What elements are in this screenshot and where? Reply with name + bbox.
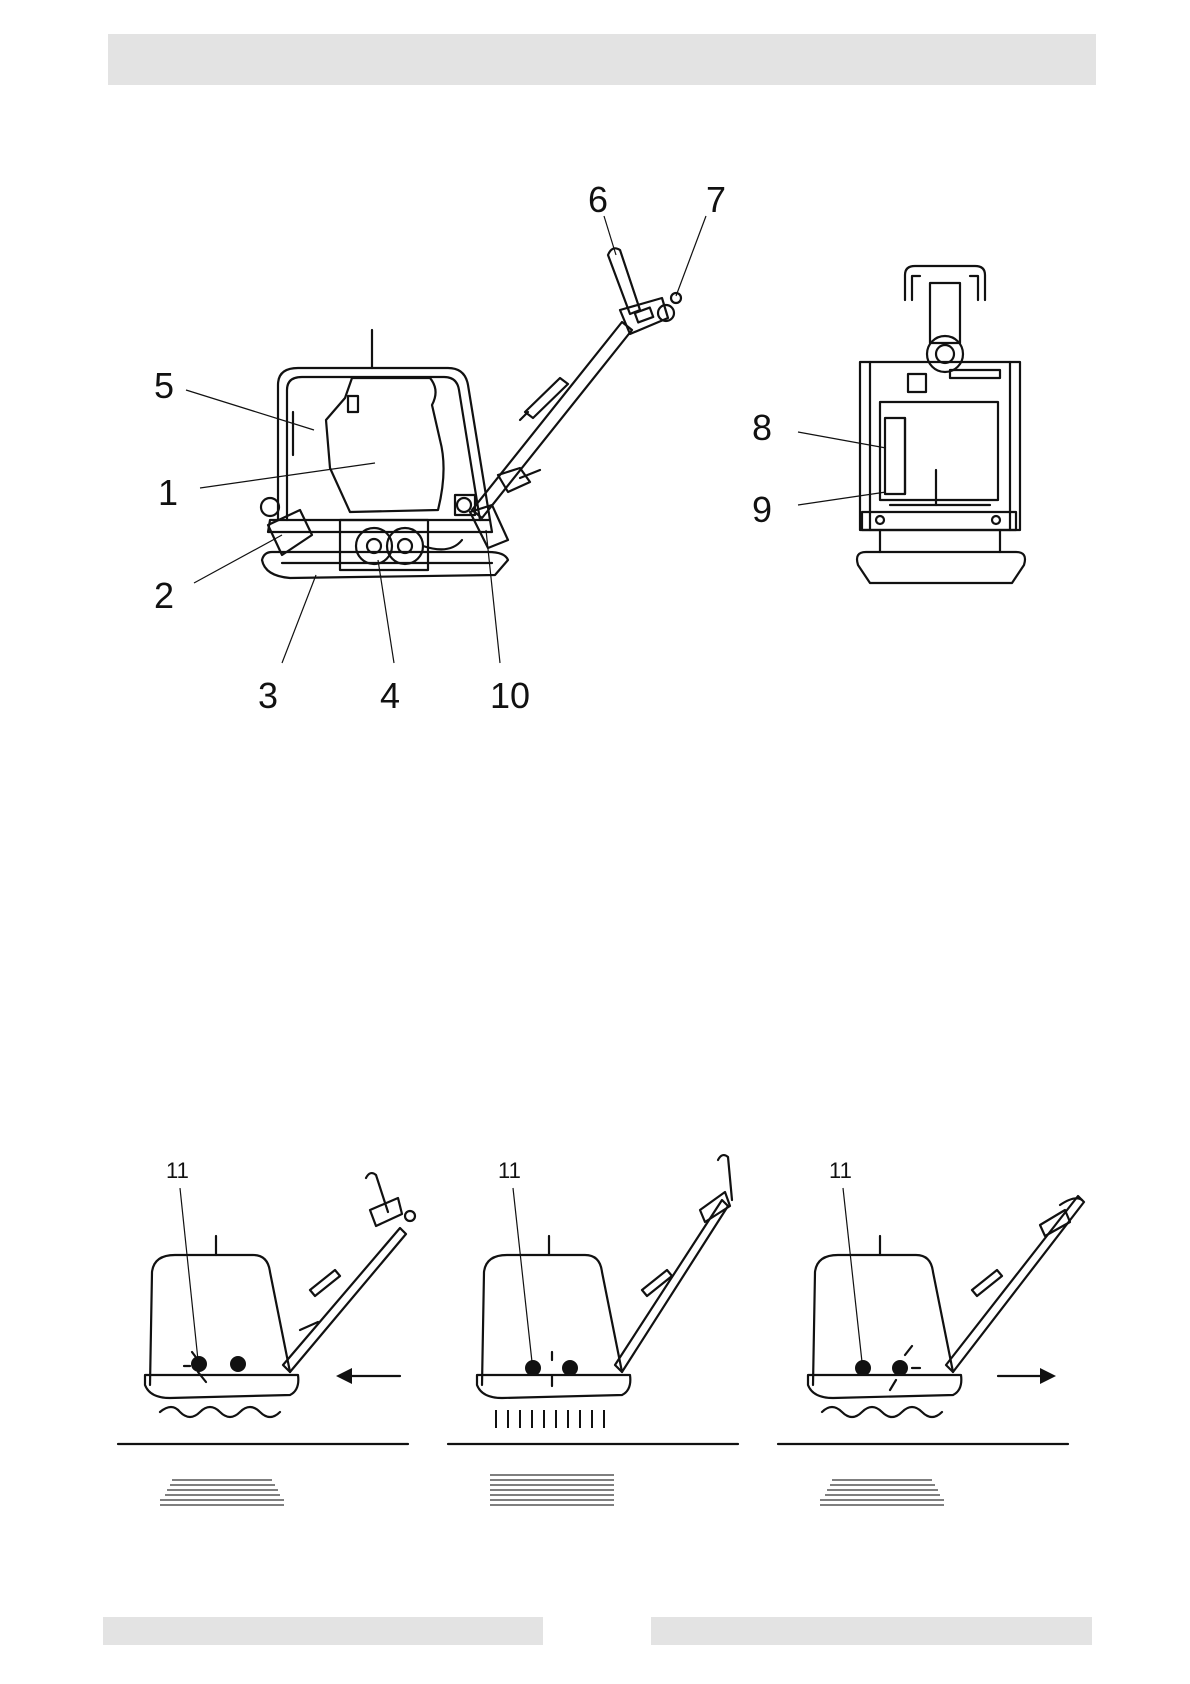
callout-5: 5 [154, 365, 174, 406]
callout-2: 2 [154, 575, 174, 616]
callout-3: 3 [258, 675, 278, 716]
side-view-machine [261, 248, 681, 578]
callout-8: 8 [752, 407, 772, 448]
callout-7: 7 [706, 179, 726, 220]
mode-panel-reverse [118, 1173, 415, 1505]
mode-panel-forward [778, 1196, 1084, 1505]
callout-11-stationary: 11 [498, 1158, 521, 1183]
callout-11-reverse: 11 [166, 1158, 189, 1183]
front-view-machine [857, 266, 1025, 583]
front-view-leaders [798, 432, 886, 505]
callout-6: 6 [588, 179, 608, 220]
callout-10: 10 [490, 675, 530, 716]
callout-1: 1 [158, 472, 178, 513]
callout-11-forward: 11 [829, 1158, 852, 1183]
callout-4: 4 [380, 675, 400, 716]
side-view-leaders [186, 216, 706, 663]
mode-panel-stationary [448, 1155, 738, 1505]
callout-9: 9 [752, 489, 772, 530]
